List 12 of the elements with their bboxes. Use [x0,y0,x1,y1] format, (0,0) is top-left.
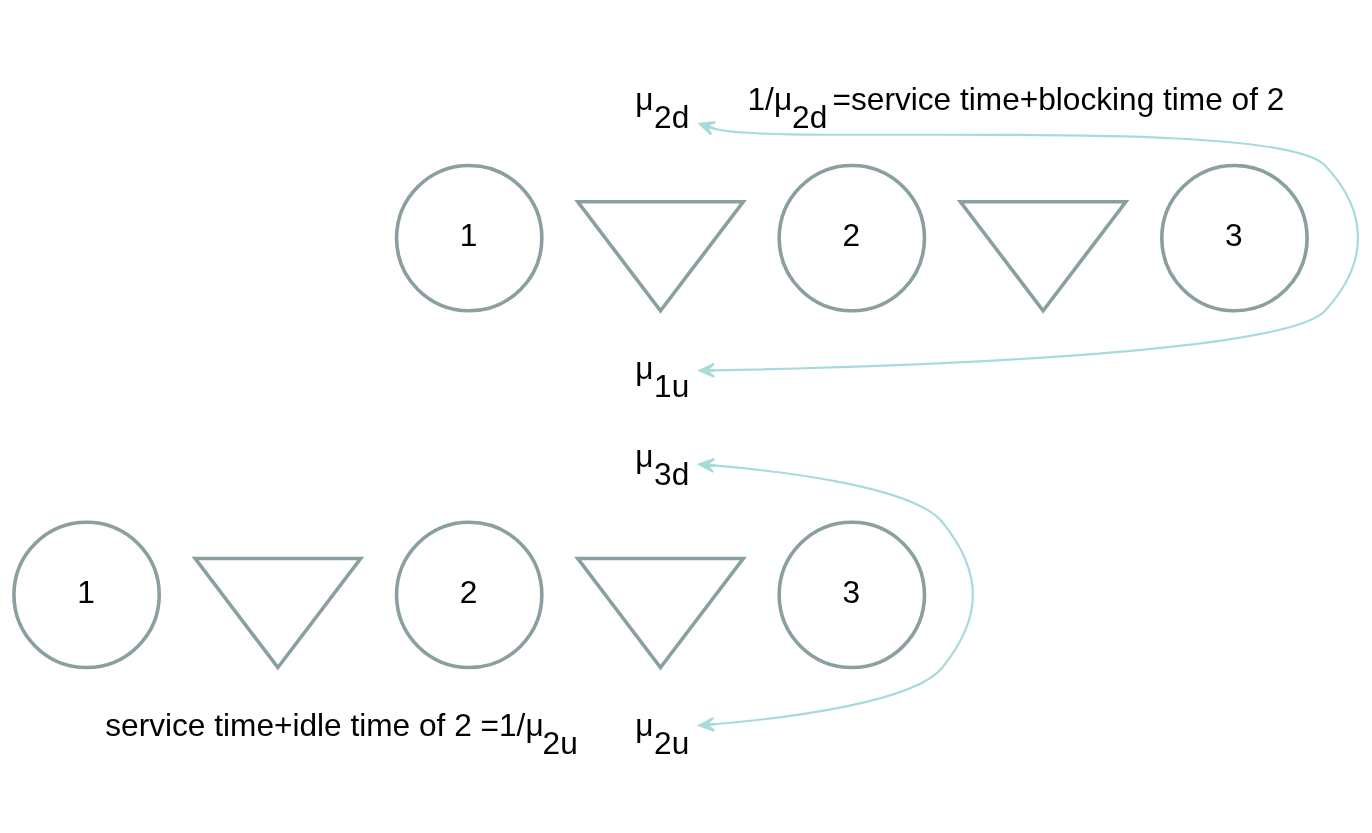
node-triangle [574,556,747,671]
node-circle: 1 [394,163,544,313]
node-triangle [191,556,365,671]
arrow [698,457,974,732]
node-triangle [574,200,747,314]
node-circle: 3 [777,520,927,670]
node-circle: 3 [1160,163,1309,313]
arrow [698,121,1359,378]
node-circle: 2 [394,520,544,670]
node-circle: 2 [777,163,927,313]
node-triangle [956,200,1130,314]
node-circle: 1 [12,520,162,670]
